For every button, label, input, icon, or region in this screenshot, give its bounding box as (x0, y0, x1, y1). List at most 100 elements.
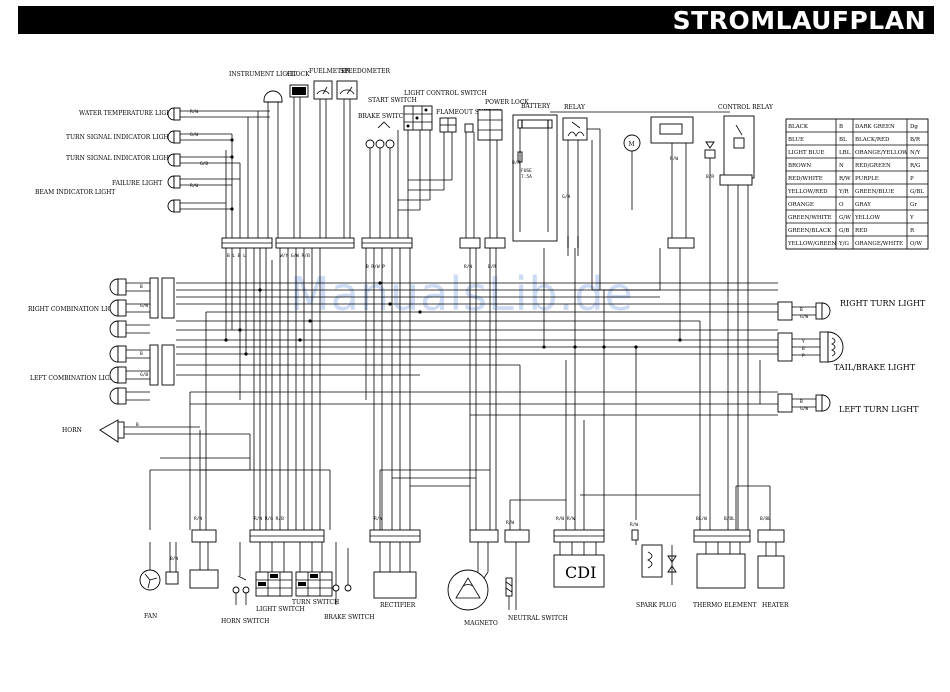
svg-text:B: B (140, 284, 143, 290)
svg-text:R/W: R/W (194, 516, 202, 522)
legend-color-name: YELLOW/RED (787, 189, 828, 195)
legend-color-name: GRAY (855, 202, 871, 208)
legend-color-name: YELLOW (854, 215, 880, 221)
svg-text:B: B (136, 422, 139, 428)
left-combination-light-icon (109, 344, 175, 405)
rectifier-label: RECTIFIER (380, 602, 416, 609)
brake-switch-bottom-label: BRAKE SWITCH (324, 614, 375, 621)
connector-heater (757, 529, 785, 543)
connector-relay (667, 237, 695, 249)
connector-neutral (504, 529, 530, 543)
svg-text:B/BL: B/BL (760, 516, 771, 522)
legend-color-code: N (839, 163, 844, 169)
control-relay-icon (719, 115, 755, 186)
instrument-wiring (225, 97, 351, 238)
bottom-interconnect-wiring (160, 457, 771, 530)
svg-text:G/B: G/B (200, 161, 208, 167)
brake-switch-top-icon (365, 121, 395, 149)
legend-color-code: O/W (910, 241, 922, 247)
connector-rectifier (369, 529, 421, 543)
svg-text:B: B (802, 346, 805, 352)
light-switch-label: LIGHT SWITCH (256, 606, 305, 613)
left-turn-light-icon (777, 393, 831, 413)
battery-label: BATTERY (521, 103, 551, 110)
legend-color-code: B/R (910, 137, 921, 143)
switch-drops (259, 542, 323, 572)
fuse-rating-label: 7.5A (521, 174, 532, 180)
right-turn-light-icon (777, 301, 831, 321)
legend-color-code: Y/G (838, 241, 849, 247)
watermark-text: ManualsLib.de (290, 267, 634, 321)
svg-text:P: P (802, 353, 805, 359)
neutral-switch-label: NEUTRAL SWITCH (508, 615, 568, 622)
legend-color-name: BLACK/RED (855, 137, 890, 143)
svg-text:G/B: G/B (140, 372, 148, 378)
horn-icon (99, 419, 251, 530)
connector-power-lock (484, 237, 506, 249)
legend-color-name: ORANGE (788, 202, 814, 208)
svg-text:W/Y G/W R/B: W/Y G/W R/B (280, 253, 310, 259)
legend-color-code: R/W (839, 176, 851, 182)
svg-text:R/W: R/W (190, 183, 198, 189)
legend-color-name: YELLOW/GREEN (787, 241, 837, 247)
svg-text:B: B (800, 307, 803, 313)
heater-icon (757, 542, 785, 589)
wire-code-annotations: R/W G/W G/B R/W B L B L W/Y G/W R/B B R/… (136, 109, 808, 562)
legend-color-name: GREEN/WHITE (788, 215, 832, 221)
legend-color-name: BLACK (788, 124, 809, 130)
clock-label: CLOCK (287, 71, 310, 78)
power-lock-icon (477, 109, 503, 141)
motor-label: M (629, 141, 635, 148)
power-lock-label: POWER LOCK (485, 99, 529, 106)
flameout-switch-label: FLAMEOUT SWITCH (436, 109, 501, 116)
svg-text:B/R: B/R (706, 174, 714, 180)
instrument-light-icon (263, 90, 283, 112)
fuelmeter-label: FUELMETER (309, 68, 350, 75)
clock-icon (289, 84, 309, 98)
svg-text:G/W: G/W (562, 194, 570, 200)
legend-color-name: GREEN/BLACK (788, 228, 832, 234)
horn-switch-icon (232, 542, 250, 605)
fuelmeter-icon (313, 80, 333, 100)
legend-color-name: BROWN (788, 163, 811, 169)
legend-color-code: Gr (910, 202, 917, 208)
svg-text:R/W R/G R/B: R/W R/G R/B (254, 516, 284, 522)
legend-color-code: B (839, 124, 843, 130)
turn-signal-indicator-light-1-label: TURN SIGNAL INDICATOR LIGHT (66, 134, 173, 141)
fan-icon (139, 542, 179, 591)
brake-switch-bottom-icon (332, 542, 352, 605)
connector-fan (191, 529, 217, 543)
spark-plug-icon (631, 529, 677, 585)
svg-text:R/W R/W: R/W R/W (556, 516, 575, 522)
small-switch-icon (464, 123, 474, 133)
legend-color-name: ORANGE/YELLOW (855, 150, 908, 156)
svg-text:B/R: B/R (488, 264, 496, 270)
svg-text:R/W: R/W (670, 156, 678, 162)
svg-text:B/R: B/R (512, 160, 520, 166)
legend-color-code: P (910, 176, 914, 182)
legend-color-code: R/G (910, 163, 920, 169)
legend-color-name: PURPLE (855, 176, 879, 182)
legend-color-code: R (910, 228, 915, 234)
connector-instrument-1 (221, 237, 273, 249)
switch-wiring (369, 130, 498, 238)
heater-label: HEATER (762, 602, 789, 609)
turn-switch-label: TURN SWITCH (292, 599, 339, 606)
legend-color-code: O (839, 202, 844, 208)
right-combination-light-icon (109, 277, 175, 338)
fan-box-icon (189, 542, 219, 589)
svg-text:G/W: G/W (140, 303, 148, 309)
svg-text:R/W: R/W (374, 516, 382, 522)
connector-cdi (553, 529, 605, 543)
speedometer-icon (336, 80, 358, 100)
cdi-label: CDI (565, 563, 596, 582)
svg-text:R/W: R/W (506, 520, 514, 526)
diode-icon (704, 141, 716, 159)
svg-text:B: B (800, 399, 803, 405)
auxiliary-relay-icon (650, 116, 694, 144)
right-combination-light-label: RIGHT COMBINATION LIGHT (28, 306, 121, 313)
legend-color-code: N/Y (910, 150, 921, 156)
speedometer-label: SPEEDOMETER (340, 68, 391, 75)
magneto-icon (447, 542, 489, 611)
right-turn-light-label: RIGHT TURN LIGHT (840, 299, 926, 308)
